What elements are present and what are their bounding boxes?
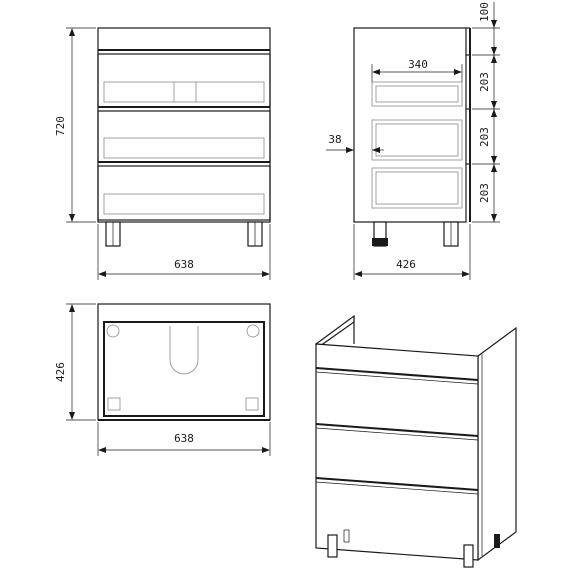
front-drawer-2 — [97, 110, 271, 163]
iso-leg-back-right — [494, 534, 500, 548]
front-view: 720 638 — [54, 27, 271, 280]
top-view: 426 638 — [54, 303, 271, 456]
side-depth-label: 426 — [396, 258, 416, 271]
front-height-dimension — [66, 27, 96, 223]
side-leg-front — [443, 221, 459, 247]
front-width-dimension — [97, 224, 271, 280]
side-drawer-width-label: 340 — [408, 58, 428, 71]
iso-right-side — [477, 326, 517, 562]
front-height-label: 720 — [54, 116, 67, 136]
side-depth-dimension — [353, 224, 471, 280]
front-leg-left — [105, 221, 121, 247]
iso-front — [315, 343, 479, 561]
side-view: 340 38 426 — [326, 2, 500, 280]
top-depth-label: 426 — [54, 362, 67, 382]
side-drawer-width-dimension — [371, 64, 463, 82]
side-height-label-1: 100 — [478, 2, 491, 22]
side-offset-dimension — [326, 147, 384, 153]
top-width-dimension — [97, 422, 271, 456]
iso-leg-front-left — [327, 534, 338, 558]
side-height-label-3: 203 — [478, 127, 491, 147]
isometric-view — [314, 314, 517, 568]
side-height-label-2: 203 — [478, 72, 491, 92]
iso-drawer-line-2 — [315, 423, 479, 437]
side-carcass — [353, 27, 467, 223]
front-width-label: 638 — [174, 258, 194, 271]
iso-leg-front-right — [463, 544, 474, 568]
side-offset-label: 38 — [328, 133, 341, 146]
top-siphon-cutout — [169, 326, 199, 375]
top-depth-dimension — [66, 303, 96, 421]
front-drawer-1 — [97, 53, 271, 108]
front-leg-right — [247, 221, 263, 247]
top-width-label: 638 — [174, 432, 194, 445]
side-leg-back — [372, 221, 388, 247]
side-height-chain — [472, 2, 500, 223]
front-drawer-3 — [97, 165, 271, 221]
top-inner-frame — [103, 321, 265, 417]
side-height-label-4: 203 — [478, 183, 491, 203]
front-carcass — [97, 27, 271, 223]
iso-drawer-line-3 — [315, 477, 479, 491]
iso-drawer-line-1 — [315, 367, 479, 381]
